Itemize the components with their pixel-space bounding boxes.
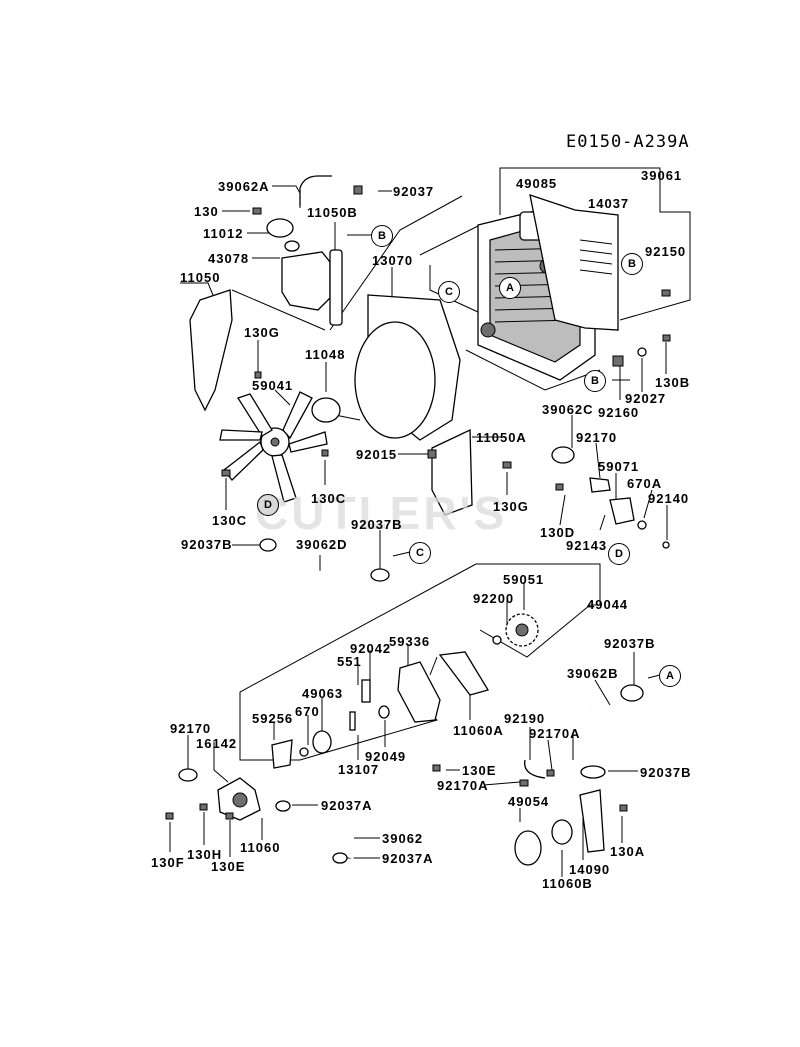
callout-a: A <box>659 665 681 687</box>
label-92037B-mid: 92037B <box>351 517 403 532</box>
callout-b: B <box>371 225 393 247</box>
label-49063: 49063 <box>302 686 344 701</box>
label-92037B-right: 92037B <box>604 636 656 651</box>
label-130A: 130A <box>610 844 646 859</box>
label-39062A: 39062A <box>218 179 270 194</box>
label-11050: 11050 <box>180 270 221 285</box>
label-130E-bottom: 130E <box>211 859 246 874</box>
label-11050A: 11050A <box>476 430 527 445</box>
label-59071: 59071 <box>598 459 640 474</box>
label-130E-mid: 130E <box>462 763 497 778</box>
label-130G-bottom: 130G <box>493 499 529 514</box>
callout-c: C <box>409 542 431 564</box>
diagram-code: E0150-A239A <box>566 132 690 152</box>
label-49085: 49085 <box>516 176 558 191</box>
label-92027: 92027 <box>625 391 667 406</box>
label-39061: 39061 <box>641 168 683 183</box>
label-92170-top: 92170 <box>576 430 618 445</box>
label-11012: 11012 <box>203 226 244 241</box>
radiator-screen-mesh <box>579 239 613 275</box>
label-14037: 14037 <box>588 196 630 211</box>
label-39062C: 39062C <box>542 402 594 417</box>
label-59256: 59256 <box>252 711 294 726</box>
radiator-assembly <box>477 194 619 381</box>
reservoir-tank <box>266 175 343 326</box>
label-92015: 92015 <box>356 447 398 462</box>
watermark-logo: CUTLER'S <box>255 487 508 539</box>
label-11050B: 11050B <box>307 205 358 220</box>
label-130C-left: 130C <box>212 513 248 528</box>
label-11048: 11048 <box>305 347 346 362</box>
callout-a: A <box>499 277 521 299</box>
label-16142: 16142 <box>196 736 238 751</box>
label-130D: 130D <box>540 525 576 540</box>
label-92037A-bottom: 92037A <box>382 851 434 866</box>
label-130G-top: 130G <box>244 325 280 340</box>
label-130B: 130B <box>655 375 691 390</box>
label-92143: 92143 <box>566 538 608 553</box>
label-130C-mid: 130C <box>311 491 347 506</box>
label-92160: 92160 <box>598 405 640 420</box>
label-13107: 13107 <box>338 762 380 777</box>
label-130: 130 <box>194 204 219 219</box>
fan-shroud <box>189 289 461 441</box>
label-49044: 49044 <box>587 597 629 612</box>
label-130H: 130H <box>187 847 223 862</box>
label-92140: 92140 <box>648 491 690 506</box>
label-14090: 14090 <box>569 862 611 877</box>
label-59041: 59041 <box>252 378 294 393</box>
label-670: 670 <box>295 704 320 719</box>
label-670A: 670A <box>627 476 663 491</box>
label-92170-left: 92170 <box>170 721 212 736</box>
label-92190: 92190 <box>504 711 546 726</box>
bracket-11050A <box>431 428 473 516</box>
label-43078: 43078 <box>208 251 250 266</box>
label-92170A-top: 92170A <box>529 726 581 741</box>
hoses <box>262 569 601 859</box>
label-59051: 59051 <box>503 572 545 587</box>
thermostat-housing <box>551 446 635 525</box>
label-92150: 92150 <box>645 244 687 259</box>
label-92037B-right2: 92037B <box>640 765 692 780</box>
callout-d: D <box>257 494 279 516</box>
callout-c: C <box>438 281 460 303</box>
label-92170A-bottom: 92170A <box>437 778 489 793</box>
label-49054: 49054 <box>508 794 550 809</box>
label-39062D: 39062D <box>296 537 348 552</box>
label-13070: 13070 <box>372 253 414 268</box>
hose-clamps <box>178 538 644 864</box>
label-92049: 92049 <box>365 749 407 764</box>
label-39062B: 39062B <box>567 666 619 681</box>
label-11060B: 11060B <box>542 876 593 891</box>
label-39062: 39062 <box>382 831 424 846</box>
label-92037A-top: 92037A <box>321 798 373 813</box>
label-92200: 92200 <box>473 591 515 606</box>
water-pump-housing <box>217 651 605 866</box>
callout-d: D <box>608 543 630 565</box>
gear-59051 <box>492 613 539 647</box>
callout-b: B <box>584 370 606 392</box>
label-92037: 92037 <box>393 184 435 199</box>
label-11060: 11060 <box>240 840 281 855</box>
label-59336: 59336 <box>389 634 431 649</box>
label-11060A: 11060A <box>453 723 504 738</box>
label-130F: 130F <box>151 855 185 870</box>
callout-b: B <box>621 253 643 275</box>
label-551: 551 <box>337 654 362 669</box>
cooling-fan <box>219 391 341 503</box>
label-92037B-left: 92037B <box>181 537 233 552</box>
label-92042: 92042 <box>350 641 392 656</box>
bolts <box>165 185 671 820</box>
